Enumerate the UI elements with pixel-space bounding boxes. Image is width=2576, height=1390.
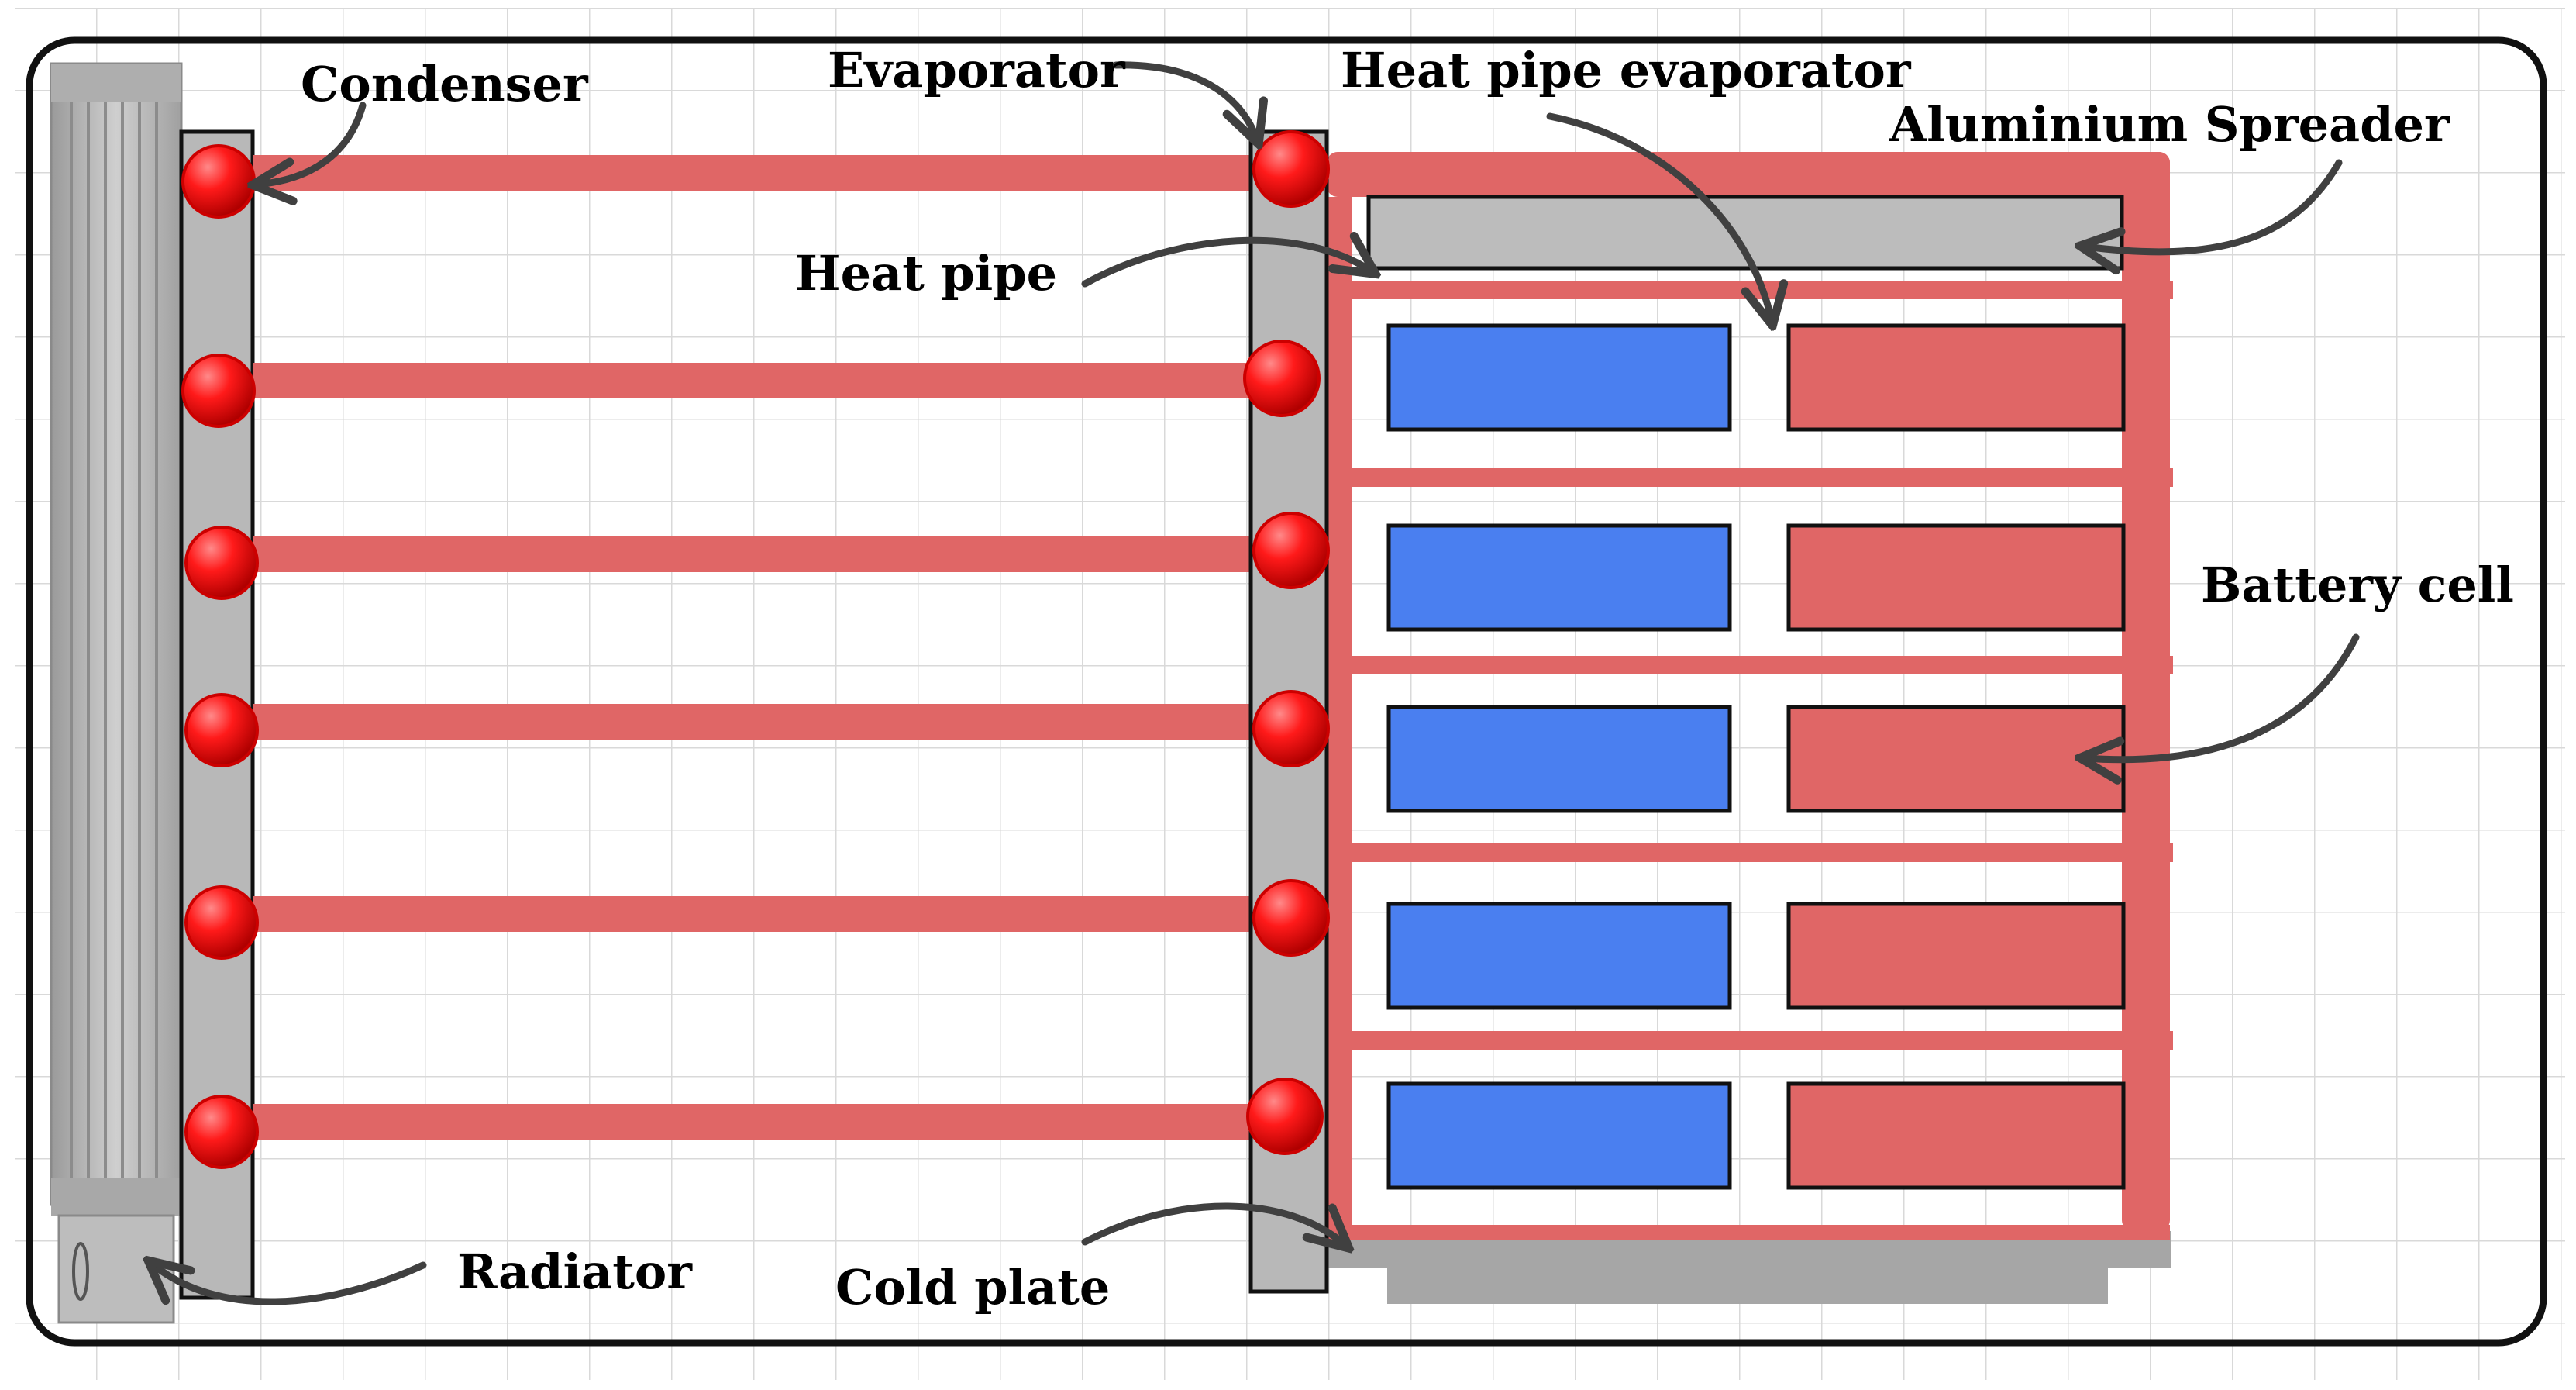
battery-cell-red [1786,323,2126,432]
condenser-node [181,354,256,428]
battery-cell-red [1786,1081,2126,1190]
heat-pipe [253,363,1251,398]
evaporator-node [1252,512,1330,589]
battery-cells [1386,323,2126,1190]
evaporator-label: Evaporator [828,42,1126,98]
condenser-arrow [257,102,367,185]
evaporator-arrow [1112,61,1257,140]
radiator-label: Radiator [457,1243,693,1300]
heat-pipe [253,1104,1251,1140]
heat-pipe-arrow [1081,240,1372,288]
heat-pipes [253,155,1251,1140]
condenser-nodes [181,144,259,1169]
evaporator-node [1246,1078,1324,1155]
heat-pipe-evaporator-arrow [1546,112,1772,321]
cold-plate-label: Cold plate [835,1259,1110,1316]
battery-cell-blue [1386,323,1732,432]
condenser-node [184,885,259,960]
evaporator-node [1243,340,1321,417]
labels: Condenser Evaporator Heat pipe evaporato… [301,42,2514,1316]
radiator [50,62,183,1324]
battery-cell-red [1786,705,2126,813]
cold-plate-arrow [1081,1202,1345,1245]
condenser-node [184,526,259,600]
heat-pipe-label: Heat pipe [795,245,1057,302]
heat-pipe [253,896,1251,932]
battery-cell-blue [1386,1081,1732,1190]
outer-frame [26,36,2547,1347]
condenser-label: Condenser [301,56,589,112]
battery-cell-blue [1386,902,1732,1010]
cold-plate [1327,1231,2171,1304]
evaporator-nodes [1243,130,1330,1155]
radiator-arrow [152,1264,427,1305]
radiator-fins [70,102,158,1178]
condenser-node [184,1095,259,1169]
battery-cell-blue [1386,523,1732,632]
heat-pipe [253,536,1251,572]
condenser-node [184,693,259,767]
aluminium-spreader-label: Aluminium Spreader [1889,96,2450,153]
battery-cell-label: Battery cell [2201,557,2514,613]
battery-cell-blue [1386,705,1732,813]
heat-pipe-evaporator-label: Heat pipe evaporator [1341,42,1912,98]
evaporator-node [1252,130,1330,208]
heat-pipe [253,704,1251,740]
battery-cell-red [1786,523,2126,632]
heat-pipe-fins [1327,281,2173,1050]
condenser-node [181,144,256,219]
aluminium-spreader-arrow [2085,159,2343,252]
annotation-arrows [152,61,2360,1305]
evaporator-node [1252,879,1330,957]
heat-pipe [253,155,1251,191]
radiator-port [72,1242,89,1301]
battery-cell-red [1786,902,2126,1010]
evaporator-node [1252,690,1330,767]
battery-cell-arrow [2085,633,2360,760]
battery-heat-pipe-frame [1327,152,2170,1240]
